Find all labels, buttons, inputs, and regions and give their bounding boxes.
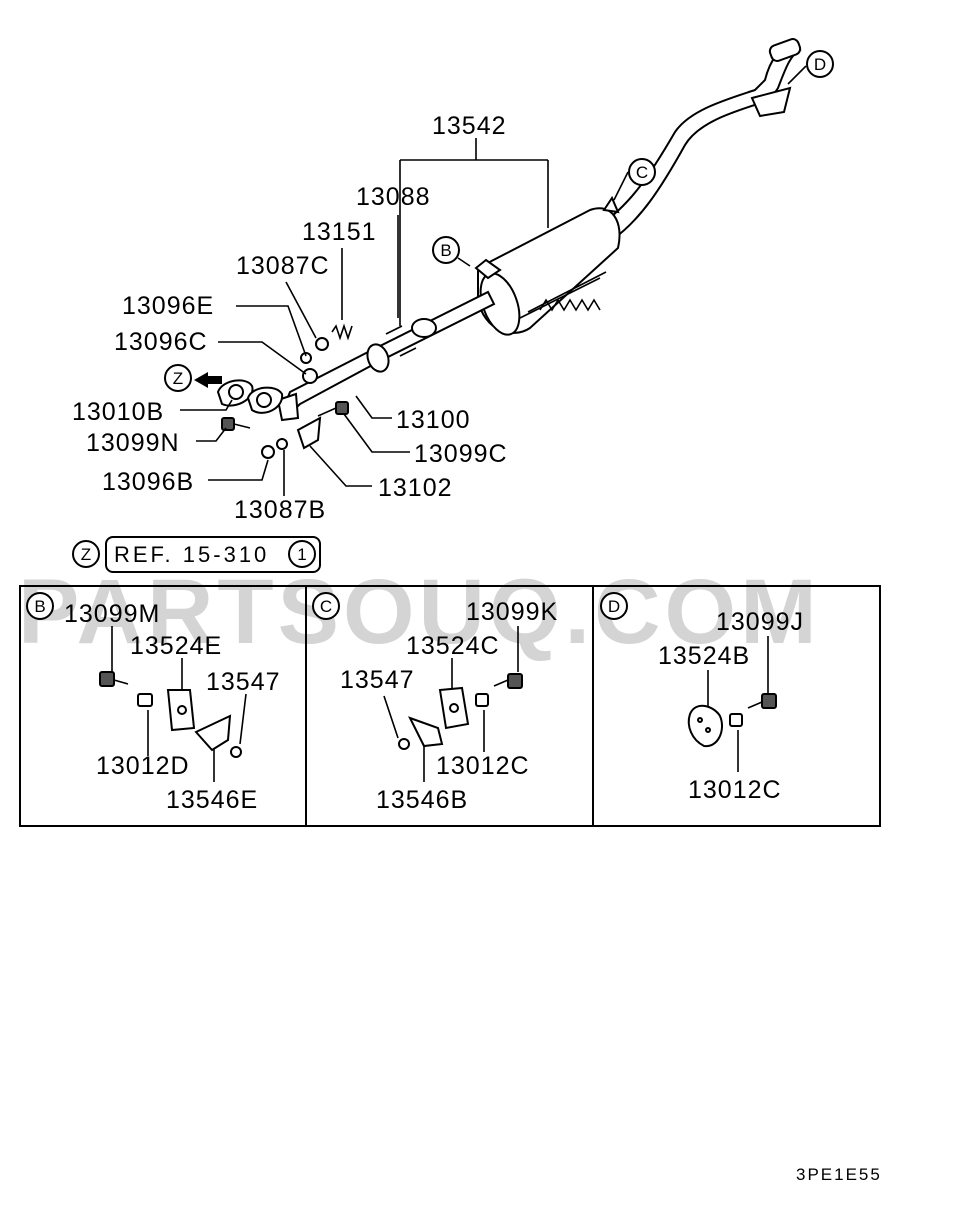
watermark: PARTSOUQ.COM — [18, 561, 821, 663]
marker-b-main-label: B — [440, 241, 451, 260]
callout-13099C: 13099C — [414, 440, 508, 468]
spring-13151 — [331, 323, 353, 341]
detail-d-marker: D — [608, 597, 620, 616]
callout-13102: 13102 — [378, 474, 453, 502]
callout-13151: 13151 — [302, 218, 377, 246]
marker-z-main: Z — [164, 364, 192, 392]
bracket-13102 — [296, 416, 322, 450]
marker-c-main-label: C — [636, 163, 648, 182]
nut-13096E — [300, 352, 312, 364]
callout-13096E: 13096E — [122, 292, 214, 320]
detail-c-panel: C 13099K 13524C 13547 13012C 13546B — [312, 592, 558, 814]
callout-13087C: 13087C — [236, 252, 330, 280]
callout-13547-c: 13547 — [340, 666, 415, 694]
reference-note: Z REF. 15-310 1 — [72, 536, 321, 573]
callout-13099K: 13099K — [466, 598, 558, 626]
callout-13087B: 13087B — [234, 496, 326, 524]
detail-b-panel: B 13099M 13524E 13547 13012D 13546E — [26, 592, 281, 814]
marker-d-main: D — [806, 50, 834, 78]
callout-13524C: 13524C — [406, 632, 500, 660]
callout-13099M: 13099M — [64, 600, 160, 628]
bolt-13099C — [317, 401, 349, 417]
marker-d-main-label: D — [814, 55, 826, 74]
washer-13087C — [315, 337, 329, 351]
detail-b-marker: B — [34, 597, 45, 616]
nut-13096B — [261, 445, 275, 459]
flange-plate — [246, 386, 284, 414]
detail-c-marker: C — [320, 597, 332, 616]
reference-marker-label: Z — [81, 545, 91, 564]
arrow-icon — [194, 372, 222, 388]
marker-b-main: B — [432, 236, 460, 264]
muffler-13542 — [474, 195, 621, 336]
detail-d-panel: D 13099J 13524B 13012C — [600, 592, 804, 804]
callout-13012D: 13012D — [96, 752, 190, 780]
callout-13010B: 13010B — [72, 398, 164, 426]
callout-13546B: 13546B — [376, 786, 468, 814]
tail-pipe — [598, 38, 802, 242]
callout-13542: 13542 — [432, 112, 507, 140]
main-leaders — [180, 65, 807, 496]
gasket-13010B — [216, 379, 254, 407]
callout-13100: 13100 — [396, 406, 471, 434]
detail-frame — [19, 585, 881, 827]
marker-z-main-label: Z — [173, 369, 183, 388]
bolt-13099N — [221, 417, 251, 431]
drawing-code: 3PE1E55 — [796, 1165, 882, 1184]
callout-13547-b: 13547 — [206, 668, 281, 696]
callout-13524E: 13524E — [130, 632, 222, 660]
nut-13096C — [302, 368, 318, 384]
reference-text: REF. 15-310 — [114, 542, 269, 567]
callout-13012C-d: 13012C — [688, 776, 782, 804]
callout-13546E: 13546E — [166, 786, 258, 814]
washer-13087B — [276, 438, 288, 450]
callout-13524B: 13524B — [658, 642, 750, 670]
front-pipe-13100 — [276, 290, 496, 422]
gasket-13088 — [385, 318, 437, 357]
marker-c-main: C — [628, 158, 656, 186]
callout-13099J: 13099J — [716, 608, 804, 636]
callout-13088: 13088 — [356, 183, 431, 211]
callout-13012C-c: 13012C — [436, 752, 530, 780]
reference-number: 1 — [297, 545, 306, 564]
callout-13099N: 13099N — [86, 429, 180, 457]
callout-13096C: 13096C — [114, 328, 208, 356]
callout-13096B: 13096B — [102, 468, 194, 496]
